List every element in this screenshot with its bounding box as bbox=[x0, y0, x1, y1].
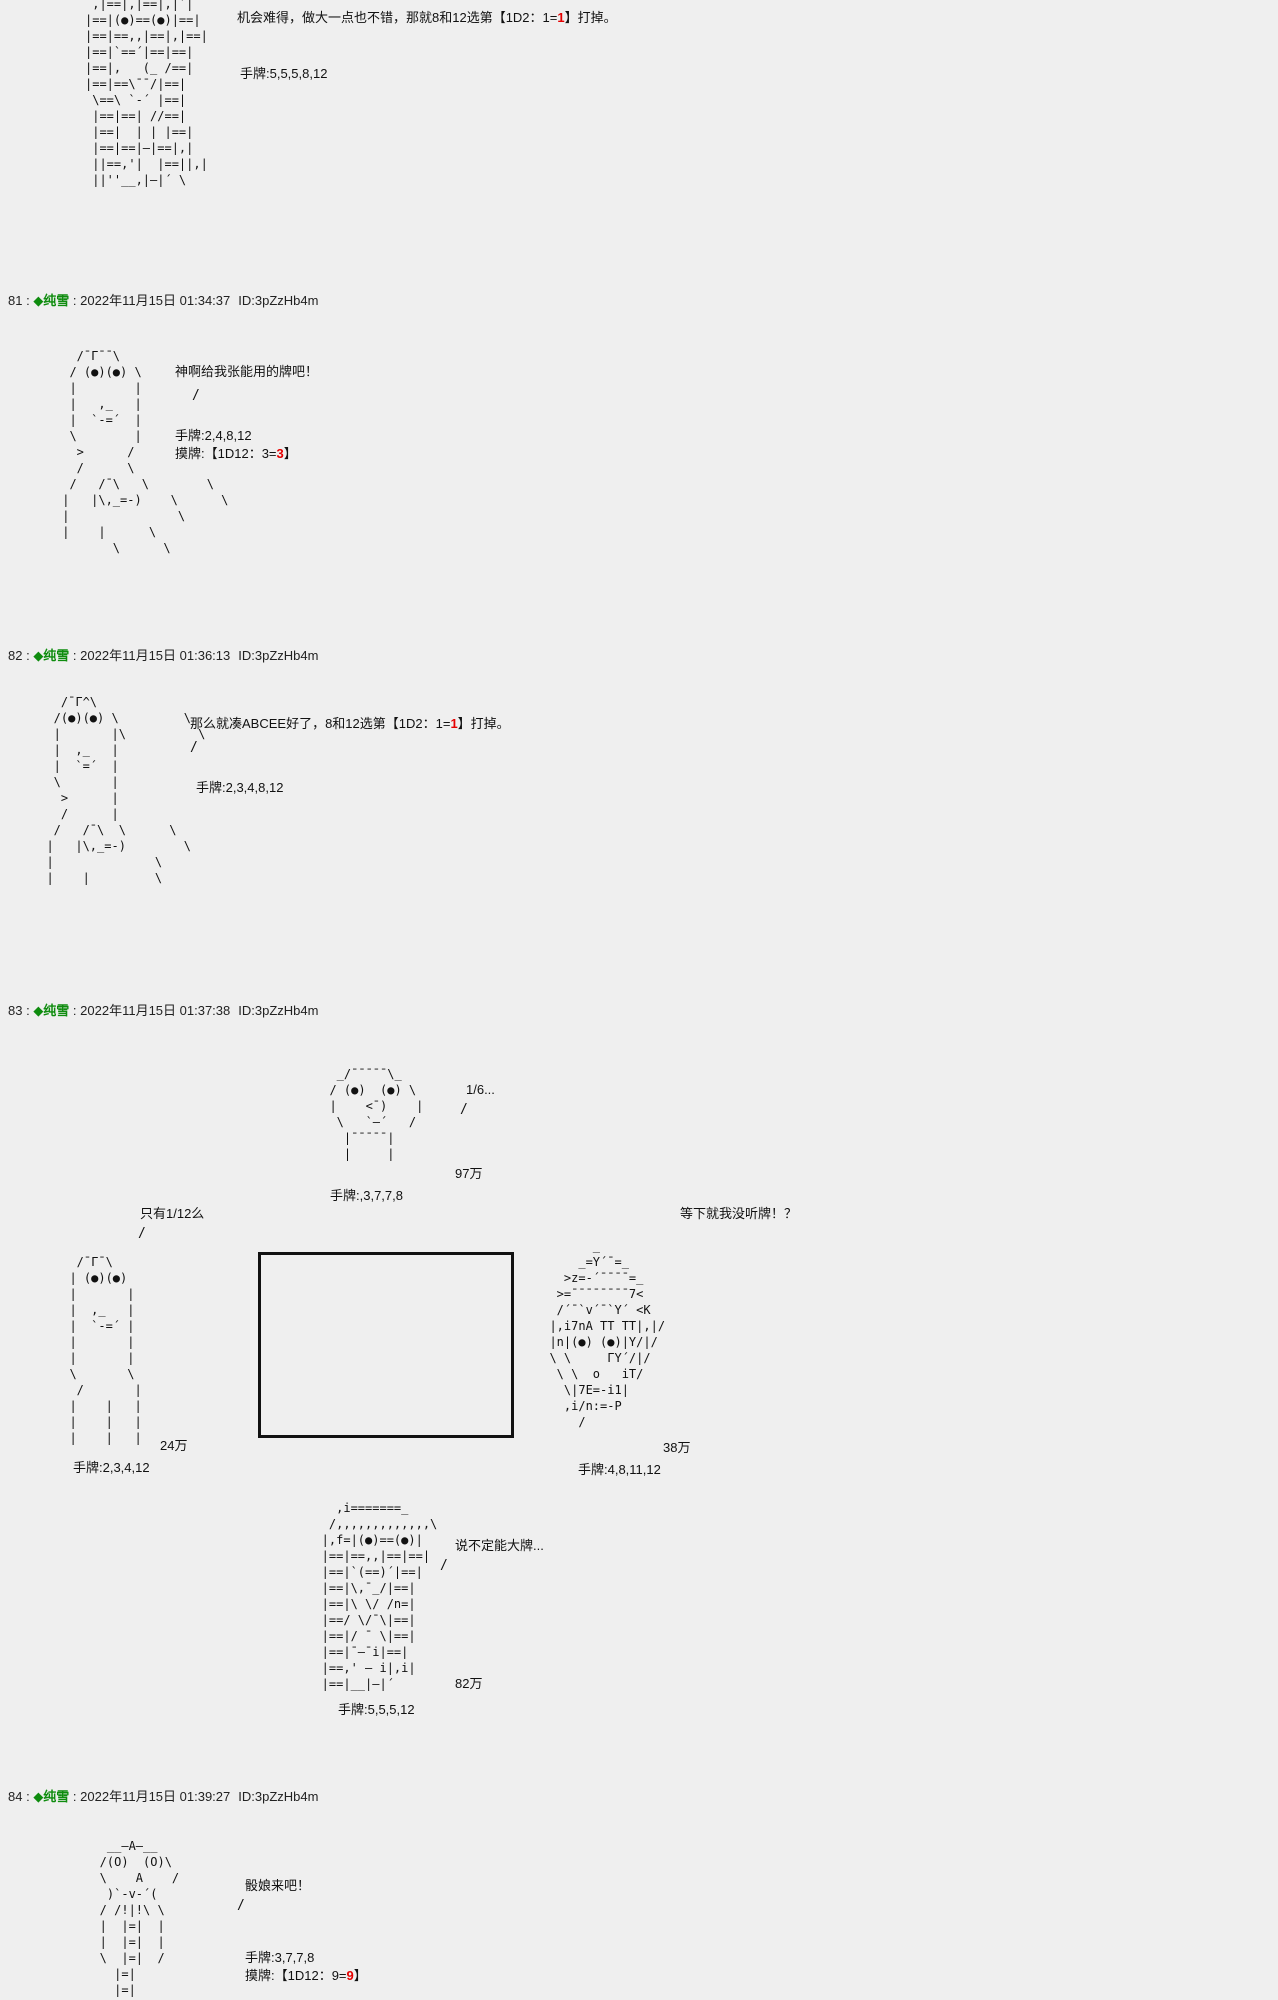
speech-tail: / bbox=[440, 1558, 448, 1573]
poster-id: ID:3pZzHb4m bbox=[238, 1789, 319, 1804]
dialogue-line: 神啊给我张能用的牌吧！ bbox=[175, 364, 319, 379]
speech-tail: / bbox=[237, 1898, 245, 1913]
dialogue-text-end: 】打掉。 bbox=[564, 10, 617, 25]
aa-protagonist-character: /¯Γ¯¯\ / (●)(●) \ | | | ,_ | | `-=´ | \ … bbox=[62, 349, 229, 555]
draw-roll-close: 】 bbox=[353, 1968, 367, 1983]
post-header-81: 81 : ◆纯雪 : 2022年11月15日 01:34:37 ID:3pZzHb… bbox=[8, 290, 318, 309]
score-west: 24万 bbox=[160, 1438, 188, 1453]
separator: : bbox=[22, 293, 34, 308]
aa-west-player: /¯Γ¯\ | (●)(●) | | | ,_ | | `-=´ | | | |… bbox=[69, 1255, 142, 1445]
separator: : bbox=[22, 1789, 34, 1804]
separator: : bbox=[69, 1789, 81, 1804]
separator: : bbox=[22, 1003, 34, 1018]
poster-name: ◆纯雪 bbox=[33, 293, 70, 308]
speech-east: 等下就我没听牌！？ bbox=[680, 1206, 798, 1221]
draw-roll-text: 摸牌:【1D12：3= bbox=[175, 446, 277, 461]
aa-dice-character: __—A—__ /(O) (O)\ \ A / )`-v-´( / /!|!\ … bbox=[99, 1839, 180, 1997]
speech-tail: / bbox=[192, 388, 200, 403]
post-header-83: 83 : ◆纯雪 : 2022年11月15日 01:37:38 ID:3pZzHb… bbox=[8, 1000, 318, 1019]
separator: : bbox=[69, 648, 81, 663]
hand-tiles: 手牌:2,3,4,8,12 bbox=[196, 780, 284, 795]
score-south: 82万 bbox=[455, 1676, 483, 1691]
score-north: 97万 bbox=[455, 1166, 483, 1181]
hand-tiles-west: 手牌:2,3,4,12 bbox=[73, 1460, 150, 1475]
aa-protagonist-character: /¯Γ^\ /(●)(●) \ \ | |\ \ | ,_ | | `=´ | … bbox=[46, 695, 206, 885]
speech-tail: / bbox=[460, 1102, 468, 1117]
poster-name: ◆纯雪 bbox=[33, 648, 70, 663]
separator: : bbox=[69, 293, 81, 308]
dialogue-text: 那么就凑ABCEE好了，8和12选第【1D2：1= bbox=[190, 716, 451, 731]
dice-result: 1 bbox=[450, 716, 458, 731]
speech-tail: / bbox=[138, 1226, 146, 1241]
aa-south-player: ,i=======_ /,,,,,,,,,,,,,\ |,f=|(●)==(●)… bbox=[321, 1501, 438, 1691]
aa-north-player: _/¯¯¯¯¯\_ / (●) (●) \ | <¯) | \ `—´ / |¯… bbox=[329, 1067, 424, 1161]
mahjong-table bbox=[258, 1252, 514, 1438]
hand-tiles: 手牌:2,4,8,12 bbox=[175, 428, 252, 443]
hand-tiles: 手牌:5,5,5,8,12 bbox=[240, 66, 328, 81]
post-datetime: 2022年11月15日 01:37:38 bbox=[80, 1003, 231, 1018]
draw-roll-close: 】 bbox=[283, 446, 297, 461]
hand-tiles-east: 手牌:4,8,11,12 bbox=[578, 1462, 661, 1477]
dialogue-line: 那么就凑ABCEE好了，8和12选第【1D2：1=1】打掉。 bbox=[190, 716, 510, 732]
aa-east-player: _ _=Y´¯=_ >z=-´¯¯¯¯=_ >=¯¯¯¯¯¯¯¯7< /´¯`v… bbox=[549, 1239, 666, 1429]
separator: : bbox=[22, 648, 34, 663]
post-number: 83 bbox=[8, 1003, 23, 1018]
post-number: 81 bbox=[8, 293, 23, 308]
dialogue-text-end: 】打掉。 bbox=[457, 716, 510, 731]
post-header-84: 84 : ◆纯雪 : 2022年11月15日 01:39:27 ID:3pZzHb… bbox=[8, 1786, 318, 1805]
aa-checkered-character: ,|==|,|==|,|´| |==|(●)==(●)|==| |==|==,,… bbox=[85, 0, 208, 187]
draw-roll-text: 摸牌:【1D12：9= bbox=[245, 1968, 347, 1983]
post-datetime: 2022年11月15日 01:39:27 bbox=[80, 1789, 231, 1804]
hand-tiles-north: 手牌:,3,7,7,8 bbox=[330, 1188, 403, 1203]
poster-name: ◆纯雪 bbox=[33, 1003, 70, 1018]
draw-roll-line: 摸牌:【1D12：3=3】 bbox=[175, 446, 297, 462]
dice-result: 1 bbox=[557, 10, 565, 25]
poster-name: ◆纯雪 bbox=[33, 1789, 70, 1804]
poster-id: ID:3pZzHb4m bbox=[238, 293, 319, 308]
speech-north: 1/6... bbox=[466, 1082, 495, 1097]
dice-result: 3 bbox=[276, 446, 284, 461]
post-number: 82 bbox=[8, 648, 23, 663]
post-datetime: 2022年11月15日 01:34:37 bbox=[80, 293, 231, 308]
post-number: 84 bbox=[8, 1789, 23, 1804]
separator: : bbox=[69, 1003, 81, 1018]
dice-result: 9 bbox=[346, 1968, 354, 1983]
dialogue-text: 机会难得，做大一点也不错，那就8和12选第【1D2：1= bbox=[237, 10, 558, 25]
dialogue-line: 骰娘来吧！ bbox=[245, 1878, 311, 1893]
draw-roll-line: 摸牌:【1D12：9=9】 bbox=[245, 1968, 367, 1984]
speech-south: 说不定能大牌... bbox=[455, 1538, 544, 1553]
dialogue-line: 机会难得，做大一点也不错，那就8和12选第【1D2：1=1】打掉。 bbox=[237, 10, 617, 26]
post-header-82: 82 : ◆纯雪 : 2022年11月15日 01:36:13 ID:3pZzHb… bbox=[8, 645, 318, 664]
speech-west: 只有1/12么 bbox=[140, 1206, 205, 1221]
score-east: 38万 bbox=[663, 1440, 691, 1455]
hand-tiles: 手牌:3,7,7,8 bbox=[245, 1950, 315, 1965]
poster-id: ID:3pZzHb4m bbox=[238, 648, 319, 663]
hand-tiles-south: 手牌:5,5,5,12 bbox=[338, 1702, 415, 1717]
speech-tail: / bbox=[190, 740, 198, 755]
poster-id: ID:3pZzHb4m bbox=[238, 1003, 319, 1018]
post-datetime: 2022年11月15日 01:36:13 bbox=[80, 648, 231, 663]
